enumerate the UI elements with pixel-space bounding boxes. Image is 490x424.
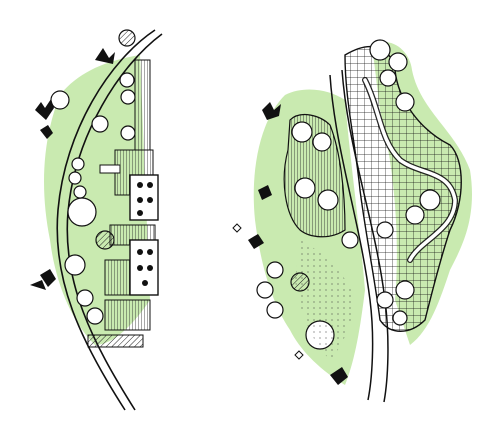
tree-icon xyxy=(317,189,339,211)
right-curved-path-edge-a xyxy=(329,74,374,401)
left-plan xyxy=(30,29,163,411)
shrub-icon xyxy=(258,185,272,200)
tree-icon xyxy=(291,121,313,143)
shrub-icon xyxy=(330,367,348,385)
right-tree-canopies xyxy=(232,39,441,385)
tree-icon xyxy=(419,189,441,211)
paved-court xyxy=(104,259,131,296)
tree-icon xyxy=(67,197,97,227)
building-block xyxy=(134,59,151,151)
tree-icon xyxy=(266,301,284,319)
tree-icon xyxy=(120,125,136,141)
tree-icon xyxy=(376,291,394,309)
shrub-icon xyxy=(262,102,281,120)
star-mark-icon xyxy=(294,350,304,360)
right-gridded-plaza xyxy=(344,45,462,332)
bench xyxy=(99,164,121,174)
tree-icon xyxy=(68,171,82,185)
tree-icon xyxy=(294,177,316,199)
tree-icon xyxy=(395,92,415,112)
tree-icon xyxy=(91,115,109,133)
tree-icon xyxy=(71,157,85,171)
tree-icon xyxy=(118,29,136,47)
window-mark xyxy=(142,280,148,286)
tree-icon xyxy=(341,231,359,249)
tree-icon xyxy=(405,205,425,225)
right-winding-path-core xyxy=(363,78,457,262)
paved-court xyxy=(104,299,151,331)
tree-icon xyxy=(369,39,391,61)
shrub-icon xyxy=(40,125,53,139)
tree-icon xyxy=(266,261,284,279)
tree-icon xyxy=(86,307,104,325)
tree-icon xyxy=(395,280,415,300)
shrub-icon xyxy=(35,99,54,120)
window-mark xyxy=(137,265,143,271)
tree-icon xyxy=(119,72,135,88)
window-mark xyxy=(147,182,153,188)
tree-icon xyxy=(388,52,408,72)
left-tree-canopies xyxy=(30,29,136,325)
window-mark xyxy=(137,249,143,255)
star-mark-icon xyxy=(232,223,242,233)
tree-icon xyxy=(76,289,94,307)
shrub-icon xyxy=(248,234,264,249)
shrub-icon xyxy=(40,269,56,287)
window-mark xyxy=(147,197,153,203)
tree-icon xyxy=(120,89,136,105)
window-mark xyxy=(137,197,143,203)
steps xyxy=(87,334,144,348)
shrub-icon xyxy=(95,48,115,64)
tree-icon xyxy=(64,254,86,276)
building-block xyxy=(129,174,159,221)
tree-icon xyxy=(392,310,408,326)
window-mark xyxy=(147,265,153,271)
tree-icon xyxy=(376,221,394,239)
right-plan xyxy=(232,39,472,403)
window-mark xyxy=(137,182,143,188)
left-terraced-buildings xyxy=(87,59,159,348)
tree-icon xyxy=(50,90,70,110)
window-mark xyxy=(147,249,153,255)
tree-icon xyxy=(312,132,332,152)
shrub-icon xyxy=(30,280,46,290)
building-block xyxy=(129,239,159,296)
window-mark xyxy=(137,210,143,216)
tree-icon xyxy=(379,69,397,87)
right-lawn-texture xyxy=(295,240,355,360)
tree-icon xyxy=(73,185,87,199)
tree-icon xyxy=(256,281,274,299)
